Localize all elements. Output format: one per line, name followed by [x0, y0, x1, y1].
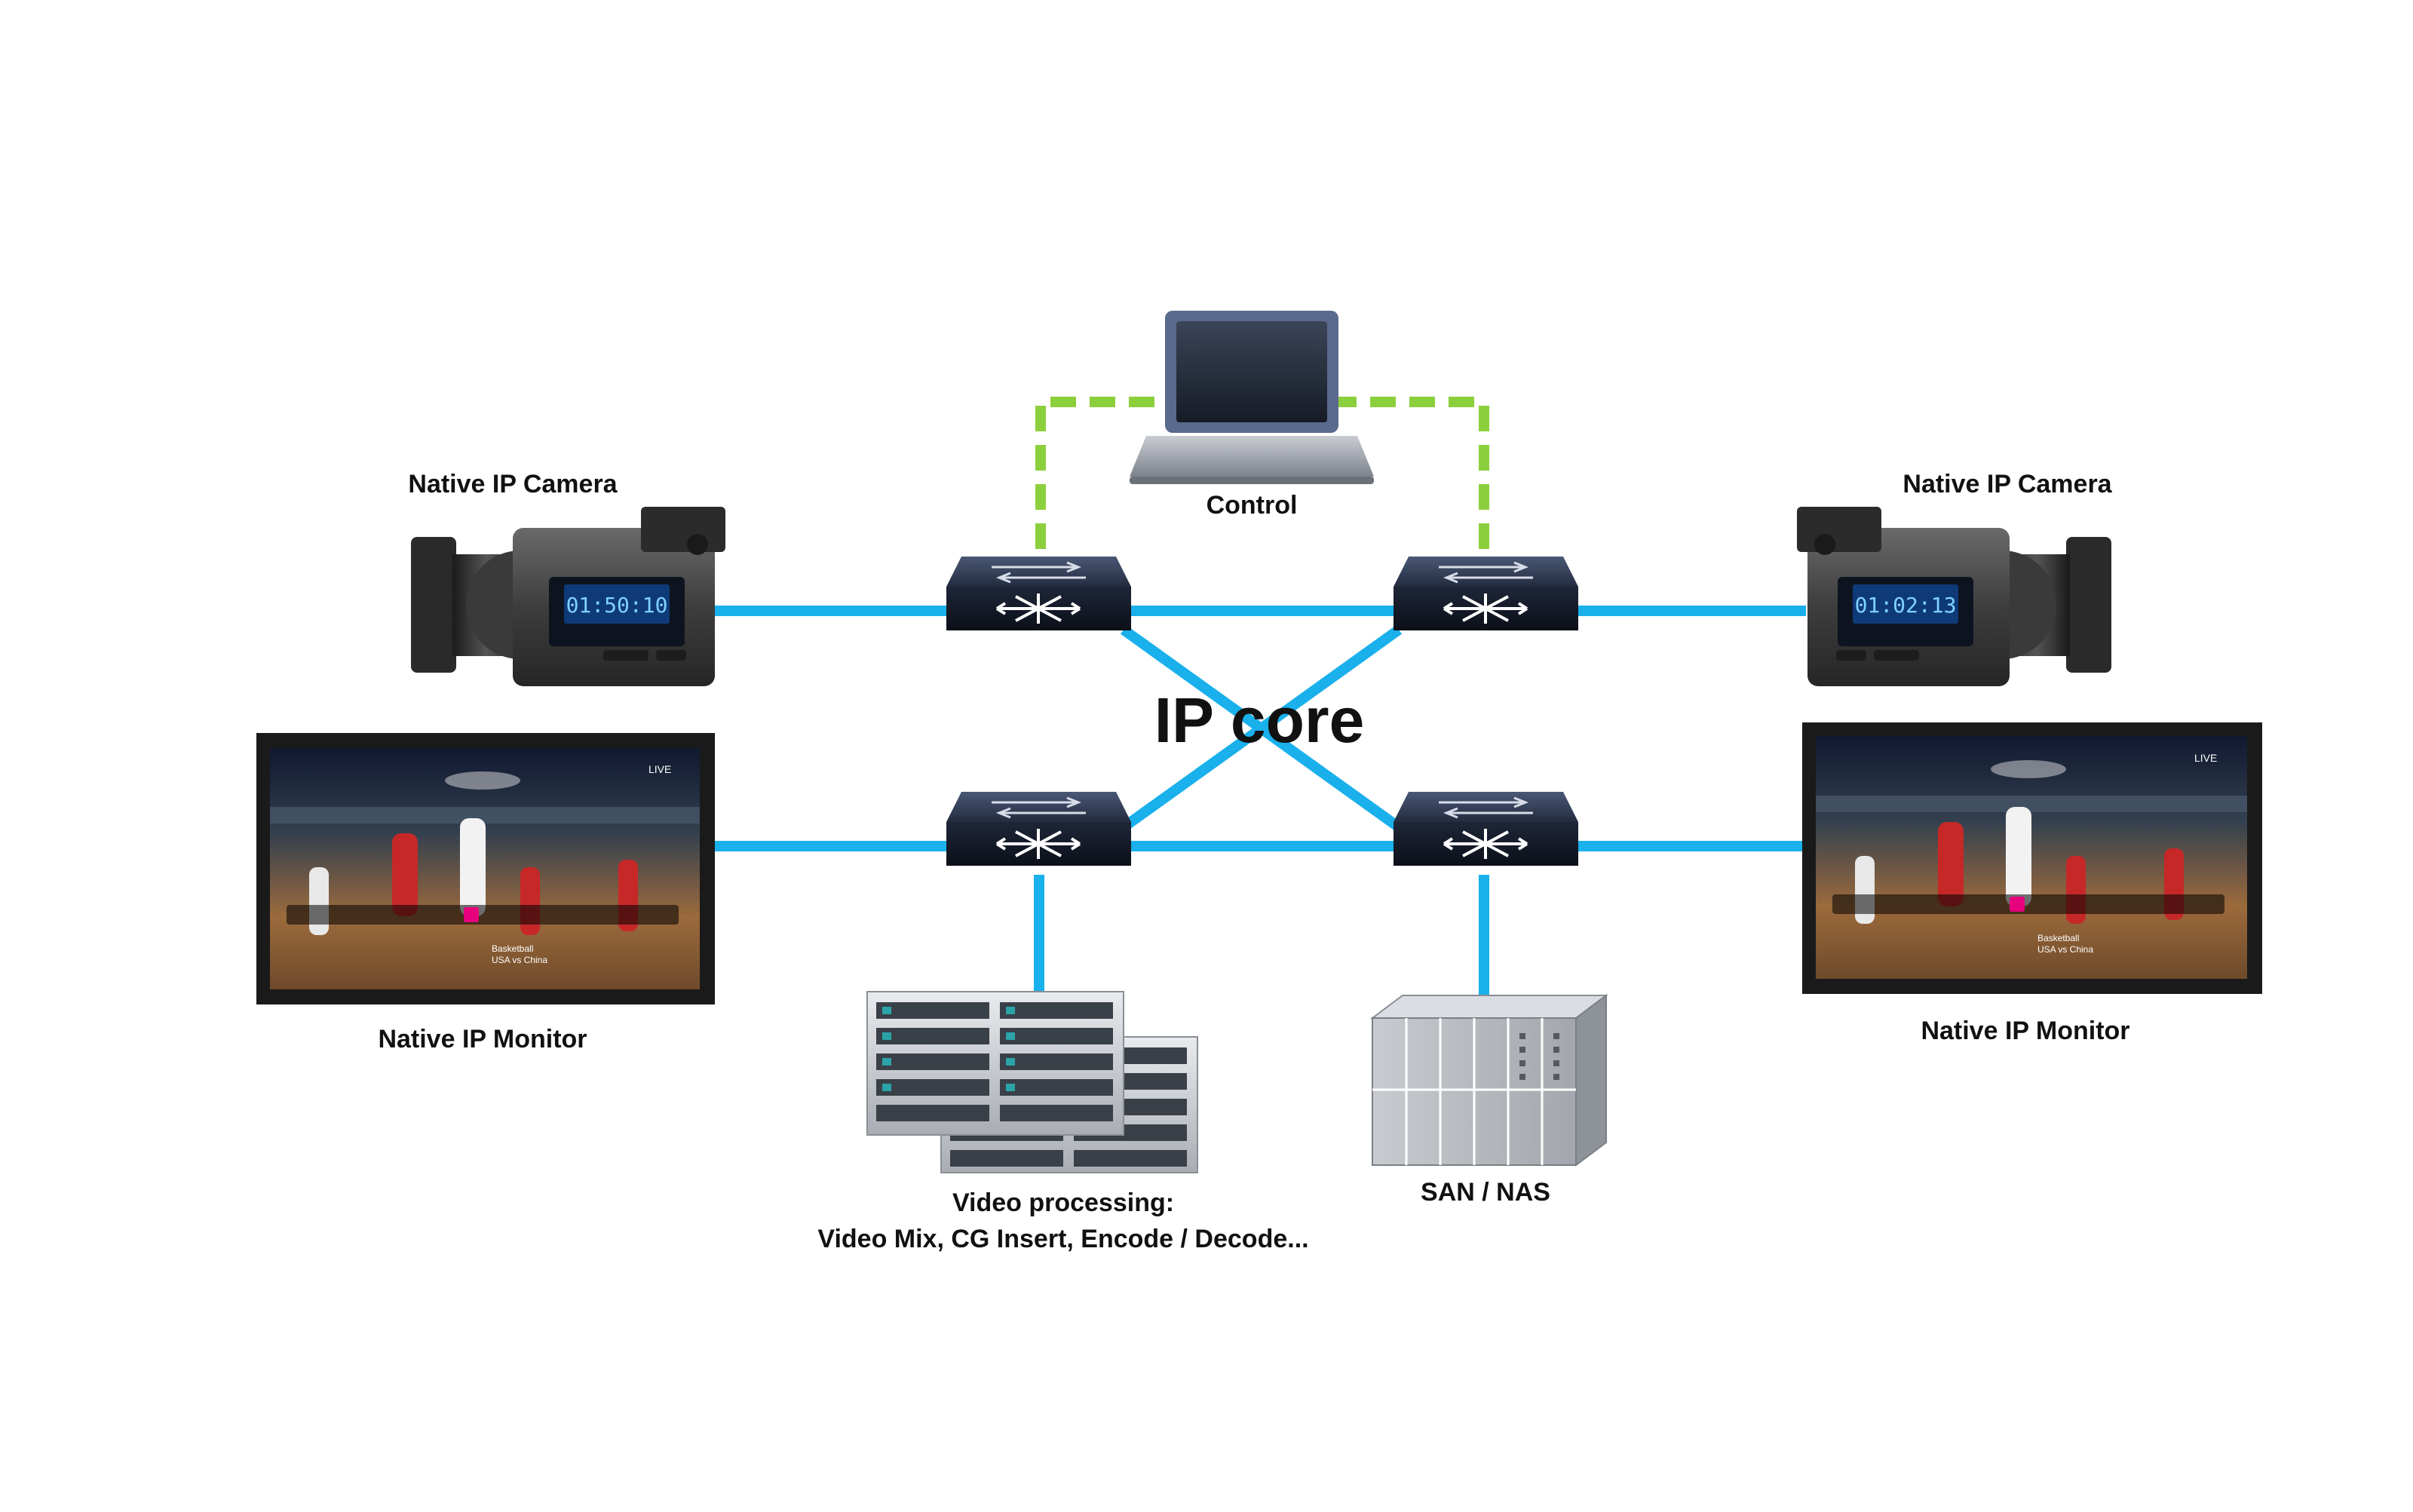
- monitor-right-label: Native IP Monitor: [1921, 1017, 2130, 1045]
- switch-top-right: [1394, 557, 1578, 630]
- camera-right-icon: [1797, 507, 2111, 686]
- monitor-right-live-badge: LIVE: [2194, 752, 2217, 764]
- camera-right-label: Native IP Camera: [1902, 470, 2112, 498]
- control-links: [1035, 397, 1489, 549]
- switch-top-left: [946, 557, 1131, 630]
- ip-core-label: IP core: [1154, 685, 1365, 756]
- control-label: Control: [1206, 491, 1298, 520]
- control-link-right: [1335, 397, 1489, 549]
- switch-bottom-left: [946, 792, 1131, 866]
- storage-label: SAN / NAS: [1421, 1178, 1550, 1207]
- control-link-left: [1035, 397, 1176, 549]
- monitor-left-caption-1: Basketball: [492, 943, 533, 954]
- switch-bottom-right: [1394, 792, 1578, 866]
- video-processing-detail: Video Mix, CG Insert, Encode / Decode...: [817, 1225, 1309, 1253]
- monitor-left-icon: LIVE Basketball USA vs China: [256, 733, 715, 1004]
- camera-left-timecode: 01:50:10: [566, 593, 668, 618]
- monitor-right-icon: LIVE Basketball USA vs China: [1802, 722, 2262, 994]
- laptop-icon: [1130, 311, 1374, 484]
- storage-cabinet-icon: [1370, 994, 1608, 1167]
- video-processing-title: Video processing:: [952, 1188, 1175, 1217]
- camera-left-icon: 01:50:10: [411, 507, 725, 686]
- camera-right-timecode: 01:02:13: [1855, 593, 1957, 618]
- server-rack-icon: [866, 991, 1198, 1173]
- link-cross-b: [1120, 625, 1403, 832]
- monitor-left-caption-2: USA vs China: [492, 955, 547, 965]
- data-links: [713, 606, 1806, 1007]
- monitor-right-caption-2: USA vs China: [2037, 944, 2093, 955]
- monitor-right-caption-1: Basketball: [2037, 933, 2079, 943]
- camera-left-label: Native IP Camera: [408, 470, 618, 498]
- monitor-left-label: Native IP Monitor: [378, 1025, 587, 1053]
- monitor-left-live-badge: LIVE: [648, 763, 671, 775]
